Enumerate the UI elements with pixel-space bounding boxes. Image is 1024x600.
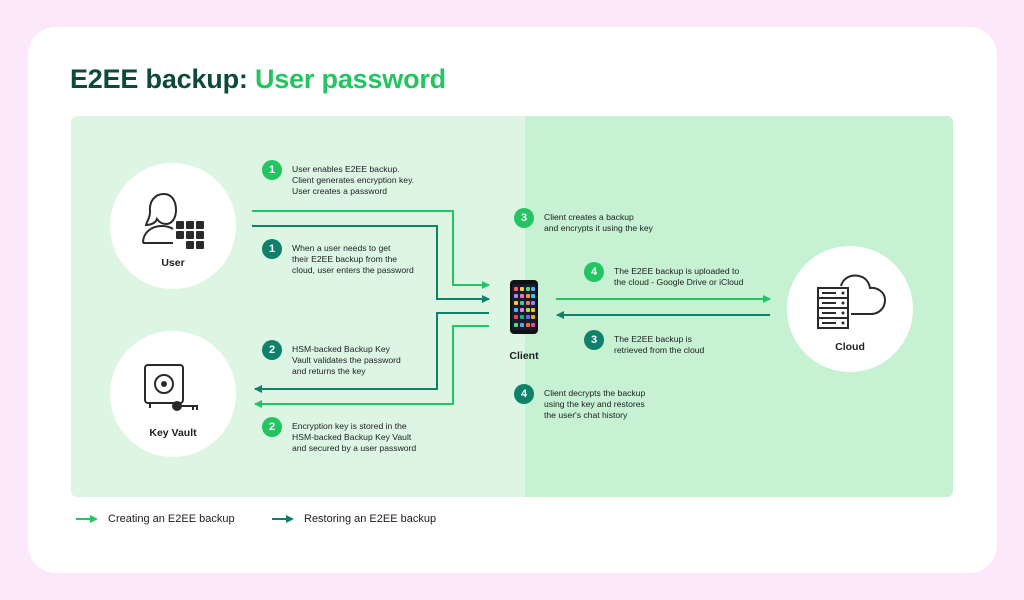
vault-key-icon	[144, 364, 198, 411]
smartphone-icon	[510, 280, 538, 334]
step-badge: 1	[262, 160, 282, 180]
step-restore-4: 4 Client decrypts the backup using the k…	[514, 384, 646, 421]
step-badge: 4	[584, 262, 604, 282]
step-create-1: 1 User enables E2EE backup. Client gener…	[262, 160, 415, 197]
step-badge: 4	[514, 384, 534, 404]
step-text: The E2EE backup is uploaded to the cloud…	[614, 266, 744, 287]
arrow-client-to-vault-restore	[254, 312, 489, 393]
step-create-4: 4 The E2EE backup is uploaded to the clo…	[584, 262, 744, 288]
step-text: The E2EE backup is retrieved from the cl…	[614, 334, 705, 355]
user-label: User	[161, 257, 185, 269]
legend-restore: Restoring an E2EE backup	[272, 513, 436, 525]
key-vault-node	[110, 331, 236, 457]
arrow-restore-icon	[272, 515, 294, 523]
legend-create: Creating an E2EE backup	[76, 513, 235, 525]
client-label: Client	[509, 350, 539, 362]
step-text: User enables E2EE backup. Client generat…	[292, 164, 415, 196]
page-title: E2EE backup: User password	[70, 64, 446, 95]
title-main: E2EE backup:	[70, 64, 248, 94]
step-badge: 1	[262, 239, 282, 259]
step-restore-3: 3 The E2EE backup is retrieved from the …	[584, 330, 705, 356]
step-text: Client creates a backup and encrypts it …	[544, 212, 653, 233]
step-text: When a user needs to get their E2EE back…	[292, 243, 414, 275]
cloud-label: Cloud	[835, 341, 865, 353]
step-text: HSM-backed Backup Key Vault validates th…	[292, 344, 401, 376]
arrow-user-to-client-create	[252, 210, 490, 289]
step-badge: 2	[262, 417, 282, 437]
cloud-node	[787, 246, 913, 372]
step-text: Client decrypts the backup using the key…	[544, 388, 646, 420]
step-badge: 3	[514, 208, 534, 228]
key-vault-label: Key Vault	[149, 427, 197, 439]
legend-create-label: Creating an E2EE backup	[108, 513, 235, 525]
step-restore-2: 2 HSM-backed Backup Key Vault validates …	[262, 340, 401, 377]
arrow-user-to-client-restore	[252, 225, 490, 303]
title-accent: User password	[254, 64, 446, 94]
step-badge: 2	[262, 340, 282, 360]
arrow-create-icon	[76, 515, 98, 523]
step-create-3: 3 Client creates a backup and encrypts i…	[514, 208, 653, 234]
server-cloud-icon	[817, 274, 887, 329]
user-keypad-icon	[142, 192, 204, 249]
step-text: Encryption key is stored in the HSM-back…	[292, 421, 417, 453]
legend-restore-label: Restoring an E2EE backup	[304, 513, 437, 525]
arrow-client-to-vault-create	[254, 325, 489, 408]
step-create-2: 2 Encryption key is stored in the HSM-ba…	[262, 417, 417, 454]
step-restore-1: 1 When a user needs to get their E2EE ba…	[262, 239, 414, 276]
user-node	[110, 163, 236, 289]
step-badge: 3	[584, 330, 604, 350]
